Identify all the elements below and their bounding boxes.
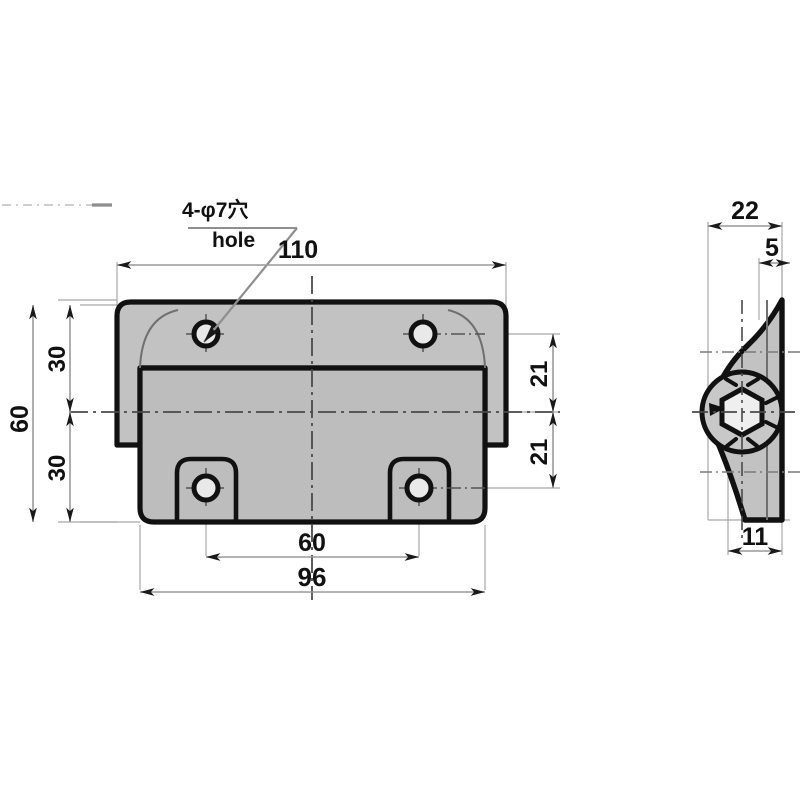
dimension-110-label: 110	[278, 236, 318, 264]
dimension-5: 5	[759, 234, 790, 267]
dimension-21-upper: 21	[526, 334, 557, 412]
dimension-96: 96	[140, 562, 485, 596]
dimension-22: 22	[708, 197, 782, 230]
dimension-96-label: 96	[298, 562, 327, 592]
dimension-60-height-label: 60	[6, 405, 34, 433]
dimension-60-height: 60	[6, 305, 37, 522]
front-view: 4-φ7穴 hole 110 60 30 30	[6, 198, 560, 600]
hole-top-right	[403, 314, 485, 355]
hole-callout-jp: 4-φ7穴	[182, 198, 248, 222]
fillet-arcs	[139, 309, 486, 369]
dimension-21-lower-label: 21	[526, 439, 553, 466]
dimension-21-upper-label: 21	[526, 361, 553, 388]
dimension-21-lower: 21	[526, 412, 557, 488]
dimension-30-lower: 30	[44, 412, 74, 522]
side-view: 22 5 11	[692, 197, 800, 555]
dimension-11: 11	[728, 523, 782, 555]
dimension-30-upper-label: 30	[44, 346, 71, 373]
dimension-60-pitch: 60	[206, 529, 419, 561]
hole-callout-leader	[188, 227, 298, 343]
hole-callout-en: hole	[212, 229, 255, 252]
dimension-11-label: 11	[742, 523, 769, 551]
dimension-110: 110	[117, 236, 506, 269]
dimension-60-pitch-label: 60	[298, 529, 326, 557]
dimension-22-label: 22	[731, 197, 759, 225]
hole-bottom-left	[186, 468, 228, 509]
dimension-30-lower-label: 30	[44, 455, 71, 482]
dimension-5-label: 5	[765, 234, 779, 262]
hole-bottom-right	[399, 468, 485, 509]
recess-bottom-right	[387, 456, 452, 522]
recess-bottom-left	[174, 456, 239, 522]
dimension-30-upper: 30	[44, 305, 74, 412]
